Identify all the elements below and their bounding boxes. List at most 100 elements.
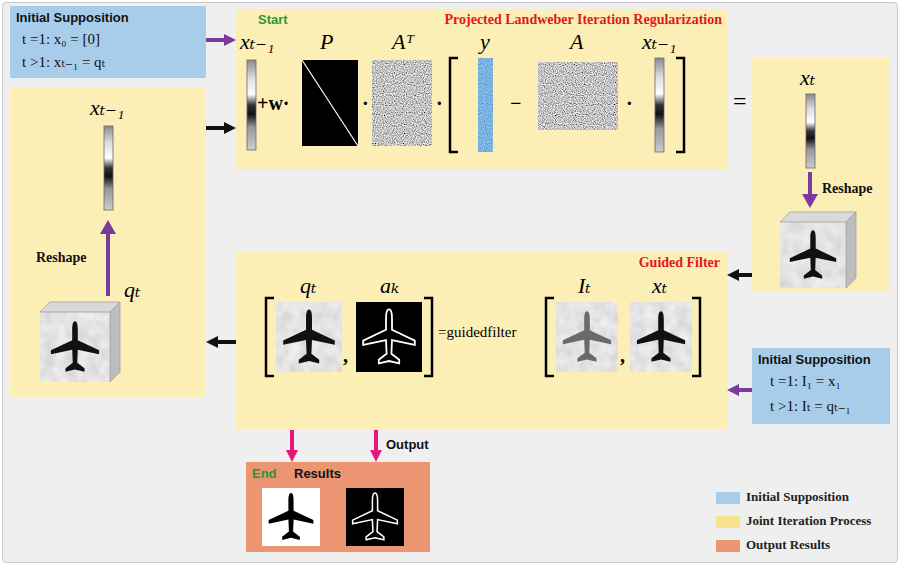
step-label: Reshape [36,250,87,266]
bracket [676,58,684,152]
measurement-vector [478,58,493,152]
vector-bar [104,58,815,210]
math-symbol: xₜ₋₁ [642,30,676,54]
legend-text: Initial Supposition [746,489,849,505]
filter-image [356,302,422,372]
math-symbol: qₜ [124,278,140,302]
legend-swatch [716,492,740,504]
process-box: xₜReshape [752,58,890,292]
math-symbol: A [570,30,583,54]
image-cube [51,321,99,371]
flow-arrow [739,388,752,392]
bracket [424,298,432,376]
image-cube [40,312,110,382]
equation-text: t =1: x₀ = [0] [22,31,100,48]
result-image [262,488,320,546]
flow-arrow [206,38,224,42]
filter-image [563,311,611,361]
math-operator: · [362,92,369,115]
measurement-vector [478,58,493,152]
legend-swatch [716,540,740,552]
reshape-arrow [100,220,116,234]
image-cube [40,212,856,382]
heading-text: Results [294,466,341,481]
reshape-arrow [802,194,818,208]
supposition-box: Initial Supposition t =1: I₁ = x₁ t >1: Iₜ… [752,348,890,424]
result-image [346,488,404,546]
flow-arrow [739,273,752,277]
section-title: Projected Landweber Iteration Regulariza… [445,12,723,28]
result-image [262,488,404,546]
noise-matrix [538,62,618,130]
heading-text: Initial Supposition [758,352,871,367]
legend-text: Joint Iteration Process [746,513,871,529]
math-operator: − [510,92,521,115]
noise-matrix [372,60,432,146]
result-image [353,493,398,540]
math-symbol: xₜ₋₁ [90,96,124,120]
projection-matrix [302,60,358,146]
step-label: Reshape [822,181,873,197]
image-cube [40,302,120,312]
result-image [269,493,314,540]
equation-text: t >1: Iₜ = qₜ₋₁ [770,397,851,415]
vector-bar [806,94,815,168]
process-box: Guided Filter qₜ aₖ, =guidedfilter Iₜ, xₜ [236,252,727,430]
process-box: StartProjected Landweber Iteration Regul… [236,9,727,170]
vector-bar [247,60,256,150]
math-symbol: xₜ [800,66,815,90]
math-operator: , [620,344,625,367]
reshape-arrow [808,172,812,196]
filter-image [363,309,415,363]
math-symbol: xₜ [652,274,667,298]
image-cube [790,230,836,279]
projection-matrix [302,60,358,146]
start-end-tag: End [252,466,277,481]
flow-arrow [206,126,224,130]
vector-bar [104,126,113,210]
equation-text: t >1: xₜ₋₁ = qₜ [22,53,105,71]
projection-matrix [302,60,358,146]
supposition-box: Initial Supposition t =1: x₀ = [0] t >1: x… [10,6,206,78]
filter-image [276,302,342,372]
math-symbol: xₜ₋₁ [240,30,274,54]
math-symbol: aₖ [380,274,399,298]
math-operator: · [626,92,633,115]
process-box: xₜ₋₁ Reshape qₜ [10,88,206,398]
section-title: Guided Filter [639,255,720,271]
math-symbol: P [320,30,333,54]
output-label: Output [386,437,429,452]
bracket [450,58,458,152]
heading-text: Initial Supposition [16,10,129,25]
math-operator: , [343,344,348,367]
noise-matrix [372,60,618,146]
image-cube [110,302,120,382]
math-symbol: y [480,30,490,54]
math-symbol: qₜ [300,274,316,298]
vector-bar [655,58,664,152]
bracket [266,58,700,376]
flow-arrow [218,340,236,344]
legend-swatch [716,516,740,528]
image-cube [846,212,856,288]
math-symbol: Iₜ [578,274,591,298]
flow-arrow [290,430,294,450]
bracket [546,298,554,376]
filter-image [283,309,335,363]
reshape-arrow [106,232,110,296]
function-text: =guidedfilter [438,324,516,341]
image-cube [780,212,856,222]
equals-sign: = [733,88,747,115]
math-symbol: Aᵀ [392,30,414,54]
math-operator: +w· [257,92,290,115]
bracket [266,298,274,376]
bracket [692,298,700,376]
filter-image [630,302,692,372]
filter-image [637,311,685,361]
image-cube [780,222,846,288]
output-box: End Results [246,462,430,552]
legend-text: Output Results [746,537,830,553]
filter-image [556,302,618,372]
equation-text: t =1: I₁ = x₁ [770,373,841,390]
flow-arrow [374,430,378,450]
